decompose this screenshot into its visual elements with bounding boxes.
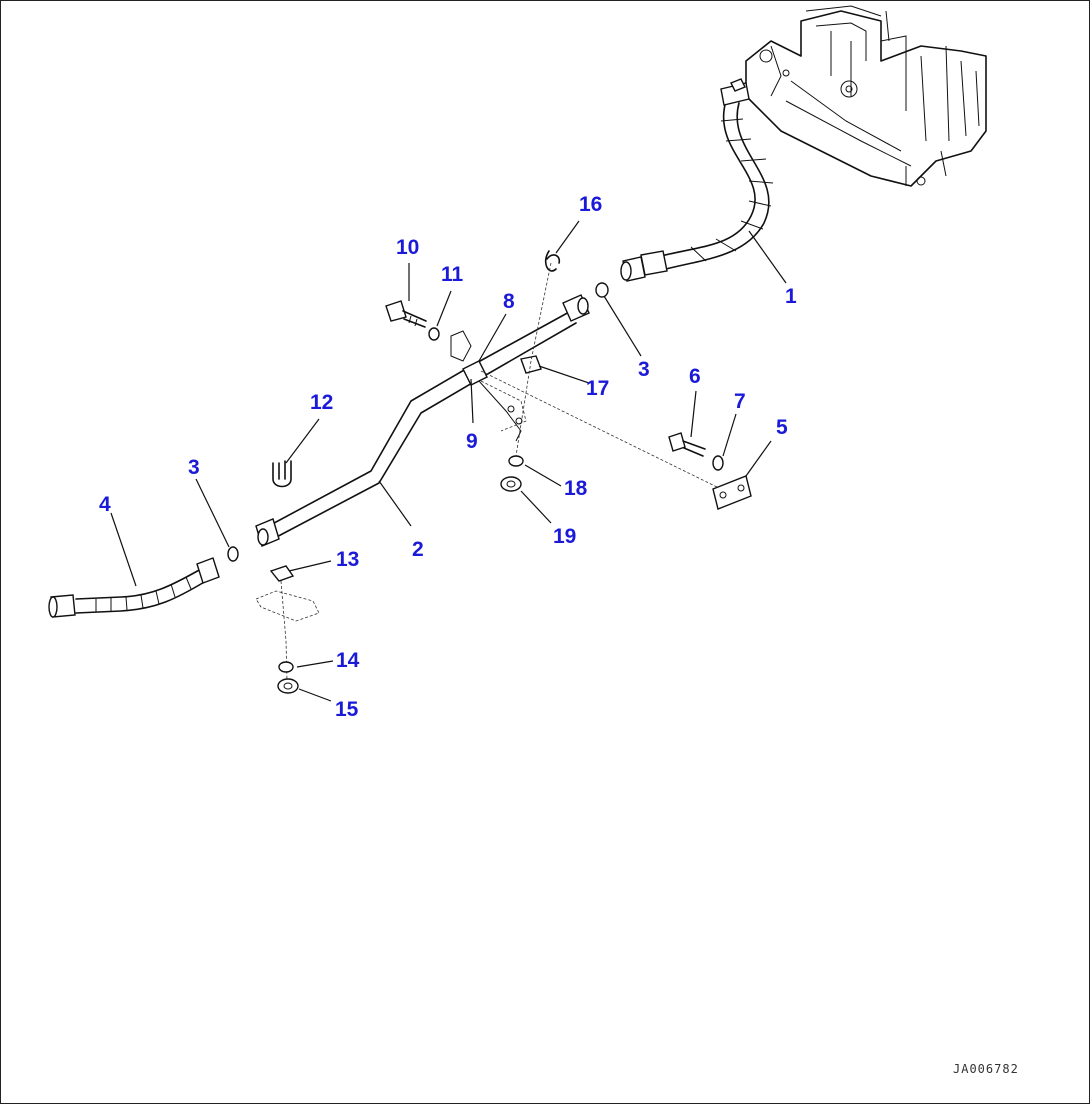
plate-5 (712, 475, 752, 510)
callout-8: 8 (503, 290, 515, 313)
callout-9: 9 (466, 430, 478, 453)
washer-18 (508, 455, 524, 467)
valve-block (745, 5, 987, 187)
callout-16: 16 (579, 193, 602, 216)
callout-18: 18 (564, 477, 588, 500)
o-ring-3-right (595, 282, 609, 298)
nut-15 (277, 678, 299, 694)
u-bolt-12 (272, 460, 292, 488)
callout-3-right: 3 (638, 358, 650, 381)
callout-15: 15 (335, 698, 359, 721)
leader-lines (110, 220, 787, 702)
callouts: 1 2 3 3 4 5 6 7 8 9 10 11 12 13 14 15 16… (99, 193, 797, 721)
callout-12: 12 (310, 391, 333, 414)
nut-19 (500, 476, 522, 492)
callout-19: 19 (553, 525, 576, 548)
callout-3-left: 3 (188, 456, 200, 479)
callout-10: 10 (396, 236, 419, 259)
clamp-13 (269, 565, 295, 582)
washer-11 (428, 327, 440, 341)
alignment-line-b (480, 370, 722, 490)
hose-4 (48, 557, 220, 618)
clamp-13-bracket (255, 590, 320, 622)
cushion-17 (520, 355, 542, 374)
hose-1 (620, 78, 774, 282)
callout-13: 13 (336, 548, 359, 571)
callout-5: 5 (776, 416, 788, 439)
washer-7 (712, 455, 724, 471)
clip-16 (544, 250, 561, 272)
callout-6: 6 (689, 365, 701, 388)
callout-14: 14 (336, 649, 360, 672)
drawing-id: JA006782 (953, 1062, 1019, 1076)
callout-7: 7 (734, 390, 746, 413)
callout-1: 1 (785, 285, 797, 308)
o-ring-3-left (227, 546, 239, 562)
bolt-6 (668, 432, 706, 457)
callout-2: 2 (412, 538, 424, 561)
callout-4: 4 (99, 493, 111, 516)
callout-17: 17 (586, 377, 609, 400)
alignment-line-a (515, 262, 552, 457)
tube-2 (255, 294, 590, 547)
callout-11: 11 (441, 263, 464, 286)
bolt-10 (385, 300, 427, 328)
washer-14 (278, 661, 294, 673)
clamp-8-9 (450, 330, 527, 442)
